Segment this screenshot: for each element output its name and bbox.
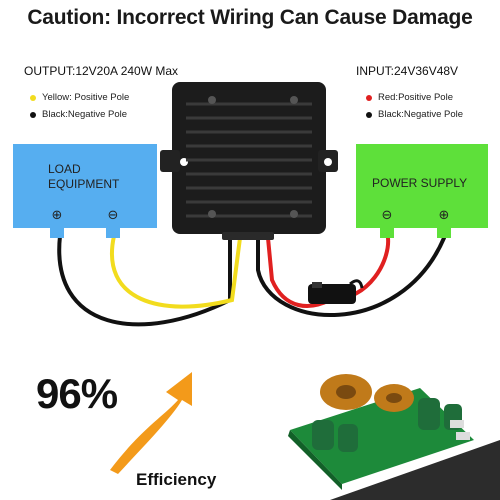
input-negative-wire: [256, 236, 446, 317]
power-supply-label: POWER SUPPLY: [372, 176, 468, 190]
efficiency-label: Efficiency: [136, 470, 217, 489]
input-spec: INPUT:24V36V48V: [356, 64, 459, 78]
output-legend-positive: Yellow: Positive Pole: [30, 92, 129, 103]
load-equipment-label-line1: LOAD: [48, 162, 81, 176]
load-equipment-label: LOAD EQUIPMENT: [48, 162, 119, 192]
output-positive-wire: [110, 234, 242, 309]
output-spec: OUTPUT:12V20A 240W Max: [24, 64, 179, 78]
input-legend-positive-label: Red:Positive Pole: [378, 92, 453, 103]
inline-fuse-holder: [308, 279, 364, 304]
black-dot: [30, 111, 36, 118]
load-plus-terminal: ⊕: [51, 206, 63, 222]
efficiency-arrow: [110, 372, 192, 474]
load-equipment-box: [13, 144, 157, 238]
output-legend-negative-label: Black:Negative Pole: [42, 109, 128, 120]
black-dot: [366, 111, 372, 118]
input-legend-positive: Red:Positive Pole: [366, 92, 453, 103]
input-legend-negative: Black:Negative Pole: [366, 109, 463, 120]
supply-minus-terminal: ⊖: [381, 206, 393, 222]
power-supply-box: [356, 144, 488, 238]
circuit-board-image: [288, 374, 500, 500]
output-legend-positive-label: Yellow: Positive Pole: [42, 92, 130, 103]
output-negative-wire: [57, 234, 232, 327]
load-equipment-label-line2: EQUIPMENT: [48, 177, 120, 191]
output-legend-negative: Black:Negative Pole: [30, 109, 127, 120]
red-dot: [366, 94, 372, 101]
supply-plus-terminal: ⊕: [438, 206, 450, 222]
efficiency-value: 96%: [36, 370, 118, 417]
yellow-dot: [30, 94, 36, 101]
load-minus-terminal: ⊖: [107, 206, 119, 222]
dc-dc-converter: [160, 82, 338, 240]
caution-title: Caution: Incorrect Wiring Can Cause Dama…: [27, 6, 473, 29]
input-legend-negative-label: Black:Negative Pole: [378, 109, 464, 120]
